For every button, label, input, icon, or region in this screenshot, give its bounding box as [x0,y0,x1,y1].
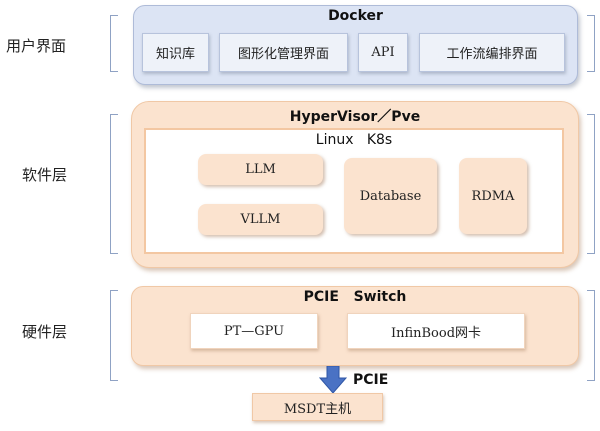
infiniband-nic-box: InfinBood网卡 [347,313,525,349]
docker-container: Docker 知识库 图形化管理界面 API 工作流编排界面 [133,5,578,85]
api-box: API [358,33,408,72]
pcie-switch-title: PCIE Switch [303,289,407,305]
layer-label-ui: 用户界面 [6,37,67,55]
hardware-bracket-left [110,290,118,381]
layer-label-hardware: 硬件层 [22,323,68,341]
ui-bracket-right [587,15,595,72]
layer-label-software: 软件层 [22,166,68,184]
workflow-orchestration-ui-box: 工作流编排界面 [419,33,565,72]
down-arrow-icon [318,366,348,394]
vllm-box: VLLM [198,204,323,235]
software-bracket-left [110,114,118,254]
database-box: Database [344,158,437,234]
pcie-switch-container: PCIE Switch PT—GPU InfinBood网卡 [131,286,579,366]
msdt-host-box: MSDT主机 [252,393,383,421]
software-bracket-right [587,114,595,254]
knowledge-base-box: 知识库 [142,33,209,72]
llm-box: LLM [198,154,323,185]
graphical-management-ui-box: 图形化管理界面 [219,33,348,72]
linux-k8s-container: Linux K8s LLM VLLM Database RDMA [144,128,564,254]
rdma-box: RDMA [459,158,527,234]
linux-k8s-title: Linux K8s [315,132,393,148]
hypervisor-title: HyperVisor／Pve [289,109,421,125]
pcie-connection-label: PCIE [353,372,389,388]
pt-gpu-box: PT—GPU [190,313,318,349]
ui-bracket-left [110,15,118,72]
hardware-bracket-right [587,290,595,381]
docker-title: Docker [328,8,383,24]
